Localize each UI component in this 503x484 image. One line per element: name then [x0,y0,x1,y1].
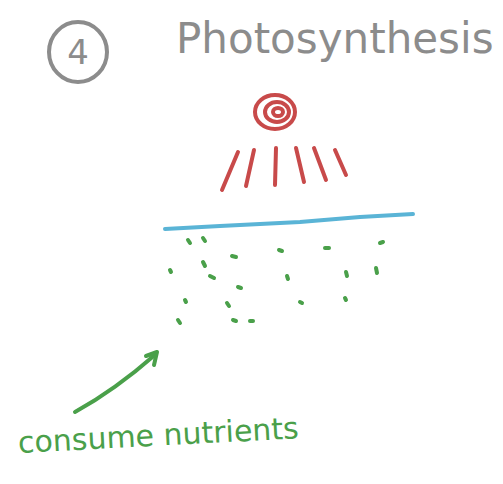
circle-outline [49,22,107,82]
pointer-arrow [75,352,157,412]
water-surface [165,214,413,229]
callout-circle: 4 [46,20,110,84]
nutrient-dots [170,238,383,323]
sun [222,95,346,190]
diagram-title: Photosynthesis [176,14,494,63]
callout-number: 4 [67,32,89,72]
annotation-label: consume nutrients [17,410,299,460]
